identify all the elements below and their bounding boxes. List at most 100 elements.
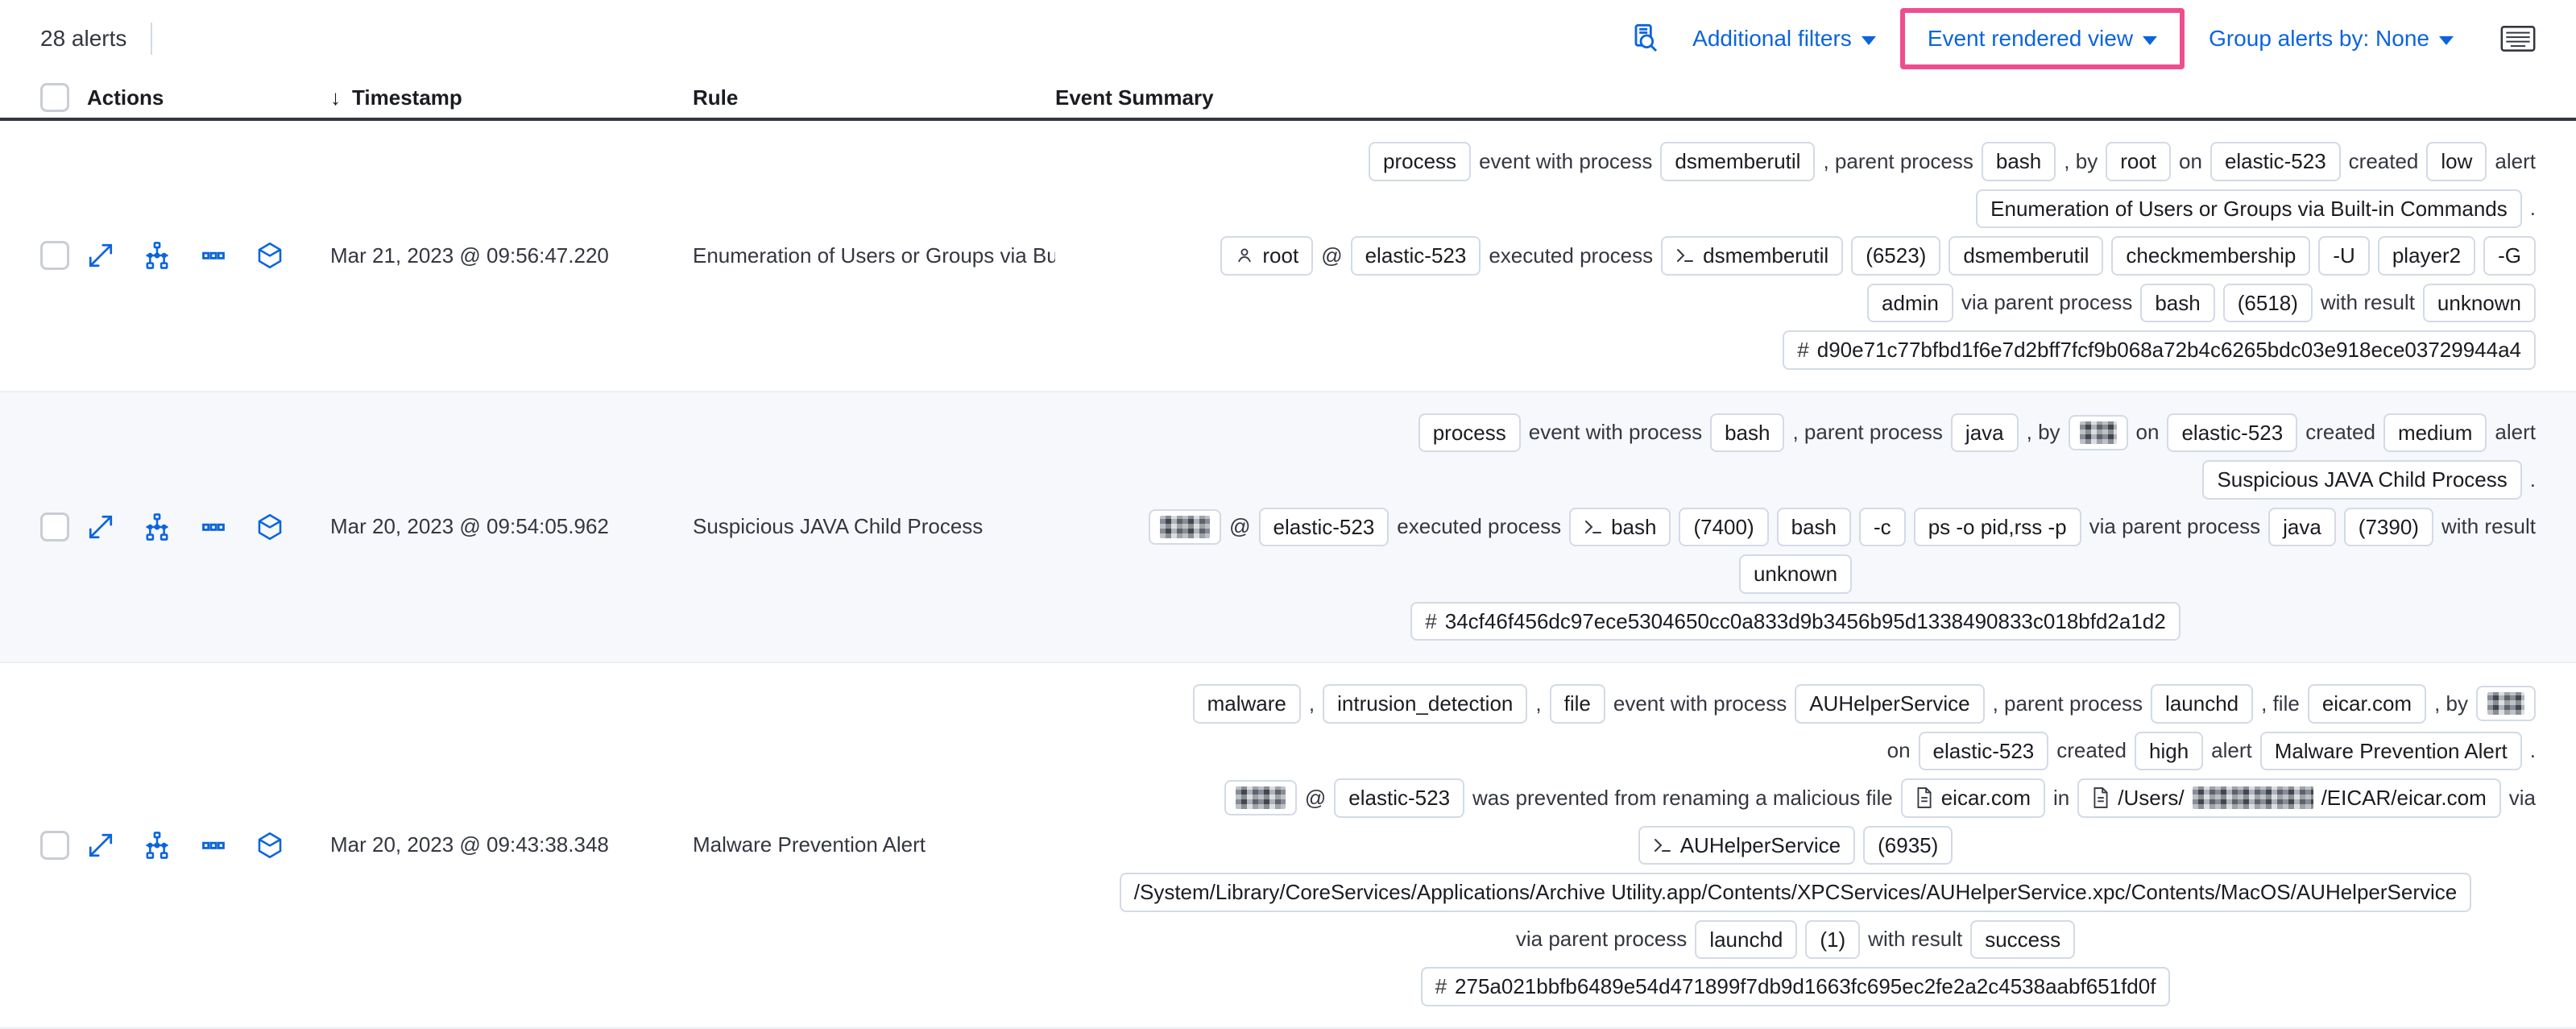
summary-value-pill[interactable]: unknown [2422, 283, 2536, 322]
more-actions-icon[interactable] [200, 832, 227, 859]
summary-value-pill[interactable]: (7390) [2343, 507, 2433, 546]
select-all-checkbox[interactable] [40, 83, 69, 112]
inspect-search-icon[interactable] [1626, 17, 1670, 60]
row-select-checkbox[interactable] [40, 830, 69, 860]
additional-filters-button[interactable]: Additional filters [1678, 19, 1891, 58]
summary-value-pill[interactable]: elastic-523 [1918, 731, 2049, 770]
redacted-value [2079, 421, 2117, 444]
summary-hash-pill[interactable]: #d90e71c77bfbd1f6e7d2bff7fcf9b068a72b4c6… [1783, 330, 2536, 370]
summary-redacted-pill[interactable] [1224, 780, 1297, 816]
summary-text: , file [2261, 691, 2300, 716]
summary-value-pill[interactable]: bash [2140, 283, 2215, 322]
summary-value-pill[interactable]: elastic-523 [1350, 236, 1481, 276]
summary-value-pill[interactable]: elastic-523 [1258, 507, 1389, 546]
summary-value-pill[interactable]: intrusion_detection [1323, 684, 1528, 724]
summary-value-pill[interactable]: -c [1859, 507, 1906, 546]
row-select-checkbox[interactable] [40, 512, 69, 541]
summary-value-pill[interactable]: bash [1981, 142, 2056, 181]
summary-value-pill[interactable]: -G [2483, 236, 2536, 276]
summary-text: event with process [1528, 420, 1703, 445]
session-view-icon[interactable] [256, 513, 284, 541]
summary-text: , parent process [1992, 691, 2143, 716]
summary-redacted-pill[interactable] [2476, 686, 2536, 722]
summary-hash-pill[interactable]: #34cf46f456dc97ece5304650cc0a833d9b3456b… [1410, 601, 2180, 641]
session-view-icon[interactable] [256, 242, 284, 269]
summary-value-pill[interactable]: root [2106, 142, 2172, 181]
row-select-checkbox[interactable] [40, 241, 69, 271]
summary-value-pill[interactable]: high [2135, 731, 2204, 770]
group-alerts-by-label: Group alerts by: None [2209, 26, 2429, 51]
summary-redacted-pill[interactable] [1149, 508, 1222, 545]
summary-value-pill[interactable]: elastic-523 [2209, 142, 2341, 181]
summary-redacted-pill[interactable] [2068, 414, 2128, 450]
summary-value-pill[interactable]: launchd [2151, 684, 2254, 724]
summary-value-pill[interactable]: bash [1710, 413, 1785, 452]
session-view-icon[interactable] [256, 832, 284, 859]
summary-value-pill[interactable]: dsmemberutil [1949, 236, 2104, 276]
summary-hash-pill[interactable]: #275a021bbfb6489e54d471899f7db9d1663fc69… [1420, 967, 2171, 1006]
summary-value-pill[interactable]: -U [2318, 236, 2370, 276]
summary-value-pill[interactable]: /System/Library/CoreServices/Application… [1119, 873, 2472, 912]
summary-value-pill[interactable]: low [2426, 142, 2487, 181]
expand-icon[interactable] [87, 513, 114, 541]
summary-value-pill[interactable]: java [2268, 507, 2336, 546]
expand-icon[interactable] [87, 242, 114, 269]
redacted-value [2192, 786, 2313, 810]
summary-value-pill[interactable]: (6523) [1851, 236, 1941, 276]
summary-value-pill[interactable]: admin [1867, 283, 1953, 322]
summary-value-pill[interactable]: success [1970, 919, 2076, 959]
analyze-event-icon[interactable] [143, 831, 171, 859]
group-alerts-by-button[interactable]: Group alerts by: None [2194, 19, 2468, 58]
summary-value-pill[interactable]: Enumeration of Users or Groups via Built… [1976, 189, 2522, 228]
summary-value-pill[interactable]: malware [1192, 684, 1301, 724]
summary-value-pill[interactable]: Malware Prevention Alert [2259, 731, 2522, 770]
row-rule-name[interactable]: Enumeration of Users or Groups via Bui [693, 243, 1055, 268]
summary-file-pill[interactable]: eicar.com [1900, 778, 2045, 818]
keyboard-shortcuts-icon[interactable] [2500, 24, 2536, 53]
summary-value-pill[interactable]: (6518) [2222, 283, 2313, 322]
terminal-icon [1675, 247, 1695, 264]
summary-value-pill[interactable]: (6935) [1863, 825, 1953, 865]
row-rule-cell: Enumeration of Users or Groups via Bui [693, 243, 1055, 268]
event-rendered-view-button[interactable]: Event rendered view [1913, 19, 2172, 58]
summary-value-pill[interactable]: player2 [2377, 236, 2476, 276]
analyze-event-icon[interactable] [143, 512, 171, 541]
summary-process-pill[interactable]: AUHelperService [1638, 825, 1856, 865]
summary-value-pill[interactable]: dsmemberutil [1660, 142, 1816, 181]
summary-value-pill[interactable]: file [1549, 684, 1605, 724]
more-actions-icon[interactable] [200, 242, 227, 269]
summary-user-pill[interactable]: root [1220, 236, 1314, 276]
summary-value-pill[interactable]: launchd [1695, 919, 1798, 959]
summary-value-pill[interactable]: (7400) [1679, 507, 1769, 546]
summary-value-pill[interactable]: eicar.com [2307, 684, 2427, 724]
summary-value-pill[interactable]: process [1418, 413, 1521, 452]
summary-value-pill[interactable]: process [1369, 142, 1472, 181]
summary-value-pill[interactable]: (1) [1805, 919, 1861, 959]
summary-value-pill[interactable]: elastic-523 [1334, 778, 1465, 818]
row-rule-name[interactable]: Malware Prevention Alert [693, 832, 926, 857]
summary-file-path-pill[interactable]: /Users//EICAR/eicar.com [2077, 778, 2501, 818]
expand-icon[interactable] [87, 832, 114, 859]
summary-value-pill[interactable]: AUHelperService [1795, 684, 1985, 724]
more-actions-icon[interactable] [200, 513, 227, 541]
summary-value-pill[interactable]: unknown [1738, 554, 1853, 594]
column-header-timestamp[interactable]: ↓ Timestamp [330, 85, 693, 110]
summary-value-pill[interactable]: ps -o pid,rss -p [1913, 507, 2081, 546]
summary-value-pill[interactable]: bash [1776, 507, 1852, 546]
terminal-icon [1653, 836, 1672, 854]
analyze-event-icon[interactable] [143, 242, 171, 270]
row-rule-name[interactable]: Suspicious JAVA Child Process [693, 514, 984, 539]
summary-value-pill[interactable]: Suspicious JAVA Child Process [2202, 460, 2522, 500]
summary-value-pill[interactable]: medium [2383, 413, 2487, 452]
summary-value-pill[interactable]: checkmembership [2111, 236, 2311, 276]
summary-process-pill[interactable]: dsmemberutil [1661, 236, 1844, 276]
summary-value-pill[interactable]: java [1950, 413, 2019, 452]
summary-process-pill[interactable]: bash [1569, 507, 1671, 546]
summary-value-pill[interactable]: elastic-523 [2167, 413, 2298, 452]
